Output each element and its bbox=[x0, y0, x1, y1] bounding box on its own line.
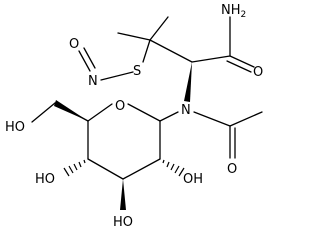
bond-lines bbox=[31, 16, 263, 180]
wedge-c3-oh bbox=[120, 179, 126, 210]
bond-ring-c3-c2 bbox=[122, 158, 161, 180]
label-nh2: NH2 bbox=[221, 3, 246, 20]
label-amine-n: N bbox=[181, 103, 191, 118]
bond-ring-o-c5 bbox=[87, 103, 113, 122]
bond-cq-ca bbox=[149, 39, 193, 63]
label-thio-s: S bbox=[133, 64, 141, 79]
bond-ring-c1-o bbox=[127, 103, 161, 122]
bond-n-o-1 bbox=[78, 50, 91, 72]
bond-n-cacetyl bbox=[193, 111, 231, 127]
bond-cacetyl-methyl bbox=[229, 111, 263, 127]
bond-c-o-amide-2 bbox=[226, 60, 252, 73]
bond-cq-methyl-1 bbox=[149, 16, 169, 41]
label-oh-2: OH bbox=[183, 172, 203, 187]
label-amide-o: O bbox=[253, 65, 263, 80]
hash-c4-oh bbox=[63, 159, 86, 177]
stereo-bonds bbox=[54, 62, 192, 210]
bond-ring-c4-c3 bbox=[87, 158, 124, 180]
bond-n-c1 bbox=[159, 111, 179, 122]
label-ch2oh: HO bbox=[5, 120, 25, 135]
bond-c6-oh bbox=[31, 102, 56, 123]
atom-labels: NH2 O O N S O N O HO HO HO OH bbox=[5, 3, 263, 230]
label-acetyl-o: O bbox=[227, 162, 237, 177]
label-thio-o: O bbox=[69, 37, 79, 52]
wedge-ca-n bbox=[184, 62, 192, 102]
bond-s-n bbox=[100, 71, 134, 81]
bond-c-o-amide-1 bbox=[229, 55, 255, 68]
hash-c2-oh bbox=[162, 159, 185, 177]
chemical-structure: NH2 O O N S O N O HO HO HO OH bbox=[5, 3, 263, 230]
bond-cq-methyl-2 bbox=[117, 32, 151, 41]
label-oh-3: HO bbox=[113, 215, 133, 230]
bond-cq-s bbox=[142, 39, 151, 63]
bond-n-o-2 bbox=[83, 47, 96, 69]
bond-ca-camide bbox=[191, 55, 231, 63]
label-oh-4: HO bbox=[35, 172, 55, 187]
wedge-c5-c6 bbox=[54, 100, 88, 121]
label-thio-n: N bbox=[88, 74, 98, 89]
label-ring-o: O bbox=[115, 99, 125, 114]
